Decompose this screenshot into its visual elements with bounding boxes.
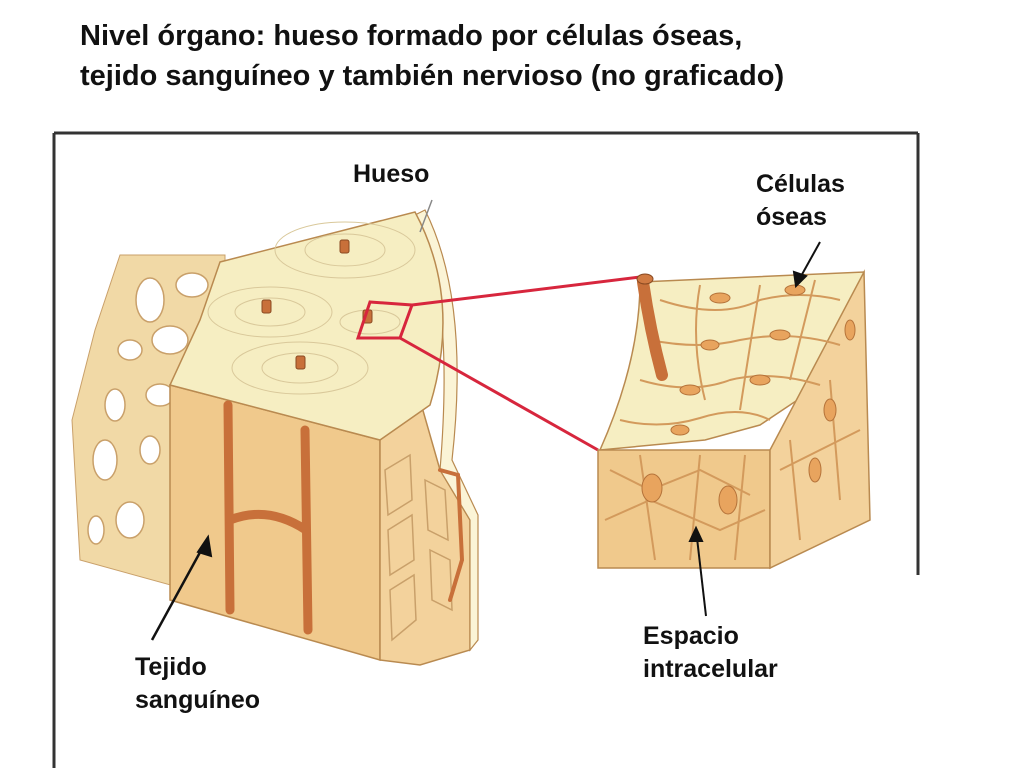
compact-bone-top <box>168 211 444 441</box>
cell-block-top <box>598 271 865 451</box>
label-espacio-line-1: Espacio <box>643 622 739 650</box>
osteocyte-cells <box>641 284 856 515</box>
label-tejido-line-1: Tejido <box>135 653 207 681</box>
bone-section-illustration <box>71 209 479 666</box>
zoomed-bone-cells-illustration <box>355 269 871 570</box>
zoom-lines <box>355 274 649 452</box>
label-celulas-line-1: Células <box>756 170 845 198</box>
side-lamellae <box>384 453 453 642</box>
hueso-pointer <box>419 199 433 233</box>
title-line-1: Nivel órgano: hueso formado por células … <box>80 20 743 52</box>
cell-block-vessel-top <box>636 273 654 285</box>
espacio-arrowhead <box>688 525 704 542</box>
label-espacio-line-2: intracelular <box>643 655 778 683</box>
pointer-arrows <box>150 199 821 641</box>
blood-vessel <box>223 400 465 635</box>
diagram-frame <box>52 131 920 768</box>
lamellae-rings <box>207 221 416 395</box>
compact-bone-side <box>379 398 471 666</box>
label-hueso: Hueso <box>353 160 429 188</box>
celulas-arrowhead <box>792 270 808 289</box>
label-tejido-line-2: sanguíneo <box>135 686 260 714</box>
canaliculi-network <box>604 279 861 561</box>
page-title: Nivel órgano: hueso formado por células … <box>80 16 1000 96</box>
label-celulas-line-2: óseas <box>756 203 827 231</box>
cell-block-vessel <box>637 276 668 381</box>
tejido-arrowhead <box>196 534 213 558</box>
title-line-2: tejido sanguíneo y también nervioso (no … <box>80 60 785 92</box>
